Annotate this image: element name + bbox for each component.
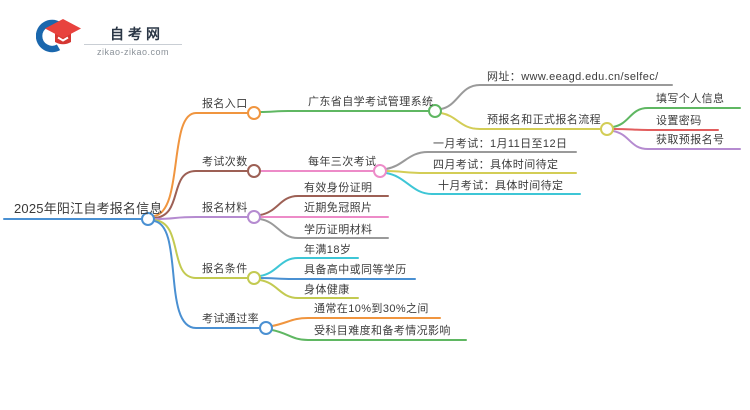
connector-healthy xyxy=(259,279,359,299)
node-healthy-body[interactable]: 身体健康 xyxy=(304,284,350,296)
logo-domain: zikao-zikao.com xyxy=(96,47,170,57)
toggle-circle-frequency[interactable] xyxy=(247,164,261,178)
connector-age-18 xyxy=(259,257,359,277)
connector-entry xyxy=(153,112,248,217)
node-october-exam[interactable]: 十月考试：具体时间待定 xyxy=(438,180,564,192)
toggle-circle-conditions[interactable] xyxy=(247,271,261,285)
connector-website-url xyxy=(440,84,673,110)
toggle-circle-prereg-process[interactable] xyxy=(600,122,614,136)
connector-highschool xyxy=(259,277,416,280)
node-set-password[interactable]: 设置密码 xyxy=(656,115,702,127)
node-pass-rate-range[interactable]: 通常在10%到30%之间 xyxy=(314,303,429,315)
node-website-url[interactable]: 网址：www.eeagd.edu.cn/selfec/ xyxy=(487,71,659,83)
connector-frequency xyxy=(153,170,248,219)
connector-pass-rate xyxy=(153,220,260,329)
node-education-proof[interactable]: 学历证明材料 xyxy=(304,224,373,236)
node-registration-materials[interactable]: 报名材料 xyxy=(202,202,248,214)
node-pass-rate-factors[interactable]: 受科目难度和备考情况影响 xyxy=(314,325,451,337)
node-highschool-equivalent[interactable]: 具备高中或同等学历 xyxy=(304,264,407,276)
node-january-exam[interactable]: 一月考试：1月11日至12日 xyxy=(433,138,568,150)
connector-rate-range xyxy=(271,317,441,327)
graduation-cap-logo-icon xyxy=(36,19,81,53)
node-registration-entry[interactable]: 报名入口 xyxy=(202,98,248,110)
node-gd-selfstudy-system[interactable]: 广东省自学考试管理系统 xyxy=(308,96,434,108)
connector-fill-personal-info xyxy=(612,107,741,128)
node-id-proof[interactable]: 有效身份证明 xyxy=(304,182,373,194)
connector-january-exam xyxy=(385,151,577,170)
node-registration-conditions[interactable]: 报名条件 xyxy=(202,263,248,275)
connector-materials xyxy=(153,216,248,220)
node-age-18[interactable]: 年满18岁 xyxy=(304,244,352,256)
logo-divider xyxy=(84,44,182,45)
connector-gd-system xyxy=(259,110,429,113)
connector-conditions xyxy=(153,219,248,279)
node-three-exams-per-year[interactable]: 每年三次考试 xyxy=(308,156,377,168)
connector-set-password xyxy=(612,128,719,131)
node-get-prereg-number[interactable]: 获取预报名号 xyxy=(656,134,725,146)
toggle-circle-entry[interactable] xyxy=(247,106,261,120)
node-fill-personal-info[interactable]: 填写个人信息 xyxy=(656,93,725,105)
node-exam-frequency[interactable]: 考试次数 xyxy=(202,156,248,168)
toggle-circle-three-exams[interactable] xyxy=(373,164,387,178)
toggle-circle-gd-system[interactable] xyxy=(428,104,442,118)
connector-get-prereg-number xyxy=(612,130,741,150)
connector-october-exam xyxy=(385,172,581,195)
connector-prereg-process xyxy=(440,112,601,130)
connector-education-proof xyxy=(259,218,389,239)
node-pass-rate[interactable]: 考试通过率 xyxy=(202,313,259,325)
toggle-circle-root[interactable] xyxy=(141,212,155,226)
node-april-exam[interactable]: 四月考试：具体时间待定 xyxy=(433,159,559,171)
toggle-circle-pass-rate[interactable] xyxy=(259,321,273,335)
logo: 自考网 zikao-zikao.com xyxy=(36,12,196,57)
connector-april-exam xyxy=(385,170,577,174)
connector-rate-factors xyxy=(271,329,467,341)
connector-id-proof xyxy=(259,195,389,216)
toggle-circle-materials[interactable] xyxy=(247,210,261,224)
node-root[interactable]: 2025年阳江自考报名信息 xyxy=(14,201,163,216)
logo-title: 自考网 xyxy=(110,26,164,42)
node-recent-photo[interactable]: 近期免冠照片 xyxy=(304,202,373,214)
node-preregistration-process[interactable]: 预报名和正式报名流程 xyxy=(487,114,601,126)
